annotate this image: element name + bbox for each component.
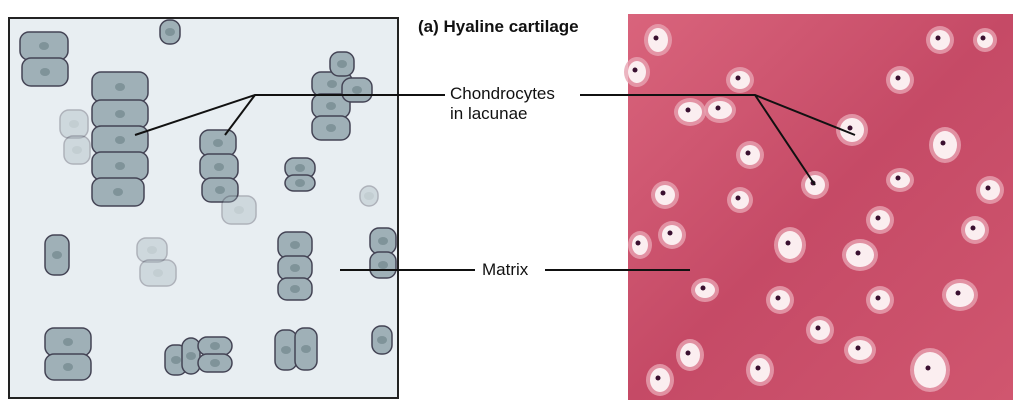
chondrocyte-cell [139, 259, 177, 287]
lacuna [961, 216, 989, 244]
chondrocyte-cell [199, 153, 239, 181]
lacuna [910, 348, 950, 392]
lacuna [676, 339, 704, 371]
chondrocyte-cell [59, 109, 89, 139]
lacuna [844, 336, 876, 364]
chondrocyte-cell [371, 325, 393, 355]
lacuna [976, 176, 1004, 204]
chondrocytes-label: Chondrocytes in lacunae [450, 84, 555, 124]
chondrocyte-cell [277, 277, 313, 301]
lacuna [704, 97, 736, 123]
leader-lines [134, 94, 856, 271]
lacuna [691, 278, 719, 302]
chondrocyte-cell [91, 177, 145, 207]
lacuna [736, 141, 764, 169]
chondrocyte-cell [201, 177, 239, 203]
lacuna [651, 181, 679, 209]
chondrocyte-cell [63, 135, 91, 165]
chondrocyte-cell [359, 185, 379, 207]
lacuna [644, 24, 672, 56]
lacuna [674, 98, 706, 126]
lacuna [628, 231, 652, 259]
lacuna [726, 67, 754, 93]
lacuna [806, 316, 834, 344]
lacuna [727, 187, 753, 213]
lacuna [624, 57, 650, 87]
chondrocyte-cell [91, 151, 149, 181]
lacuna [774, 227, 806, 263]
micrograph [624, 14, 1013, 400]
lacuna [866, 206, 894, 234]
lacuna [973, 28, 997, 52]
chondrocytes-label-line1: Chondrocytes [450, 84, 555, 103]
lacuna [658, 221, 686, 249]
chondrocyte-cell [277, 231, 313, 259]
chondrocyte-cell [341, 77, 373, 103]
chondrocyte-cell [44, 234, 70, 276]
chondrocyte-cell [181, 337, 201, 375]
chondrocyte-cell [197, 353, 233, 373]
chondrocyte-cell [199, 129, 237, 157]
chondrocyte-cell [329, 51, 355, 77]
chondrocyte-cell [369, 227, 397, 255]
chondrocyte-cell [294, 327, 318, 371]
lacuna [942, 279, 978, 311]
lacuna [766, 286, 794, 314]
chondrocyte-cell [369, 251, 397, 279]
lacuna [842, 239, 878, 271]
lacuna [866, 286, 894, 314]
chondrocyte-cell [197, 336, 233, 356]
lacuna [886, 66, 914, 94]
chondrocyte-cell [44, 327, 92, 357]
chondrocyte-cell [284, 157, 316, 179]
lacuna [886, 168, 914, 192]
chondrocyte-cell [159, 19, 181, 45]
lacuna [926, 26, 954, 54]
chondrocyte-cell [91, 99, 149, 129]
lacuna [746, 354, 774, 386]
chondrocyte-cell [221, 195, 257, 225]
chondrocyte-cell [91, 71, 149, 103]
chondrocyte-cell [284, 174, 316, 192]
matrix-label: Matrix [482, 260, 529, 279]
chondrocyte-cell [136, 237, 168, 263]
chondrocytes-label-line2: in lacunae [450, 104, 528, 123]
chondrocyte-cell [44, 353, 92, 381]
chondrocyte-cell [21, 57, 69, 87]
chondrocyte-cell [274, 329, 298, 371]
chondrocyte-cell [311, 115, 351, 141]
figure-title: (a) Hyaline cartilage [418, 17, 579, 36]
illustration [8, 17, 399, 399]
chondrocyte-cell [91, 125, 149, 155]
lacuna [929, 127, 961, 163]
chondrocyte-cell [277, 255, 313, 281]
chondrocyte-cell [19, 31, 69, 61]
lacuna [836, 114, 868, 146]
lacuna [646, 364, 674, 396]
